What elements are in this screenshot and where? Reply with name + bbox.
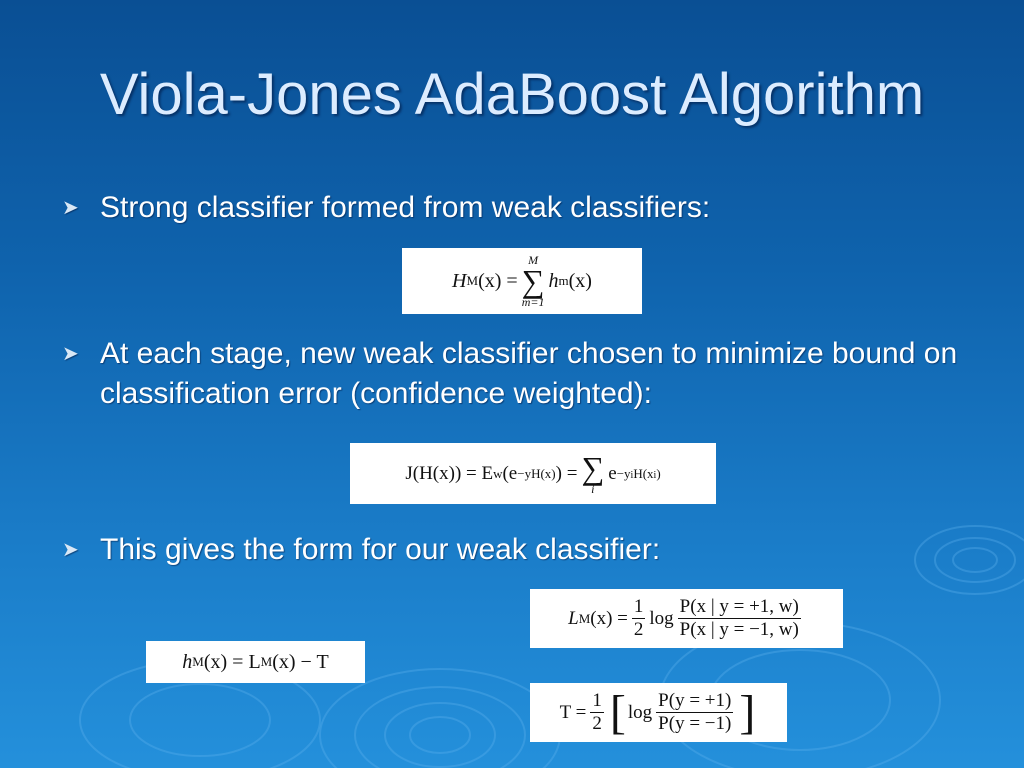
formula-weak-lhs: h [182, 650, 193, 673]
bullet-2: ➤ At each stage, new weak classifier cho… [62, 334, 962, 414]
half-den: 2 [633, 619, 644, 640]
likelihood-den: P(x | y = −1, w) [679, 619, 799, 640]
prior-num: P(y = +1) [656, 690, 734, 713]
formula-bound-e: e [608, 462, 617, 484]
sum-upper-limit: M [528, 253, 539, 267]
fraction-likelihood: P(x | y = +1, w)P(x | y = −1, w) [677, 596, 801, 641]
exp2-rest: H(x [633, 465, 654, 481]
sum-lower-limit: m=1 [521, 295, 545, 309]
arrow-bullet-icon: ➤ [62, 539, 79, 561]
formula-strong-term-arg: (x) [568, 269, 592, 292]
bullet-2-text: At each stage, new weak classifier chose… [100, 337, 958, 410]
sum-lower-limit: i [591, 481, 595, 496]
bullet-3: ➤ This gives the form for our weak class… [62, 530, 962, 570]
formula-t-log: log [627, 701, 653, 723]
formula-strong-lhs: H [452, 269, 467, 292]
formula-bound-exp1: −yH(x) [517, 465, 556, 481]
arrow-bullet-icon: ➤ [62, 197, 79, 219]
formula-strong-lhs-sub: M [466, 273, 479, 288]
slide-title: Viola-Jones AdaBoost Algorithm [99, 62, 925, 127]
open-bracket: [ [609, 685, 626, 739]
prior-den: P(y = −1) [658, 713, 732, 734]
bullet-1-text: Strong classifier formed from weak class… [100, 191, 711, 224]
formula-bound-lhs: J(H(x)) = E [405, 462, 494, 484]
formula-bound-lhs-sub: w [493, 465, 503, 481]
formula-bound-close: ) = [555, 462, 578, 484]
formula-weak-mid-sub: M [260, 654, 273, 669]
formula-bound-open: (e [502, 462, 518, 484]
arrow-bullet-icon: ➤ [62, 343, 79, 365]
likelihood-num: P(x | y = +1, w) [677, 596, 801, 619]
formula-weak-rhs: (x) − T [272, 650, 329, 673]
bullet-1: ➤ Strong classifier formed from weak cla… [62, 188, 962, 228]
formula-lm-eq: (x) = [590, 607, 628, 629]
exp2-sub: i [630, 469, 634, 481]
formula-strong-term: h [548, 269, 559, 292]
formula-weak-lhs-sub: M [192, 654, 204, 669]
half-num: 1 [631, 596, 646, 619]
formula-lm-lhs: L [568, 607, 579, 629]
formula-weak-mid: (x) = L [203, 650, 261, 673]
exp2-close: ) [656, 465, 661, 481]
half-den: 2 [592, 713, 602, 734]
formula-bound-exp2: −yiH(xi) [617, 466, 661, 482]
formula-strong-term-sub: m [558, 273, 569, 288]
formula-lm-lhs-sub: M [578, 610, 591, 626]
formula-strong-arg: (x) = [478, 269, 518, 292]
sum-symbol: M ∑ m=1 [521, 253, 545, 309]
fraction-prior: P(y = +1)P(y = −1) [656, 690, 734, 735]
half-num: 1 [590, 690, 604, 713]
sum-symbol: ∑ i [581, 449, 605, 496]
exp2-sub2: i [653, 469, 657, 481]
formula-t-lhs: T = [559, 701, 587, 723]
close-bracket: ] [739, 685, 756, 739]
formula-lm-log: log [649, 607, 674, 629]
exp2-part: −y [616, 465, 631, 481]
bullet-3-text: This gives the form for our weak classif… [100, 533, 661, 566]
